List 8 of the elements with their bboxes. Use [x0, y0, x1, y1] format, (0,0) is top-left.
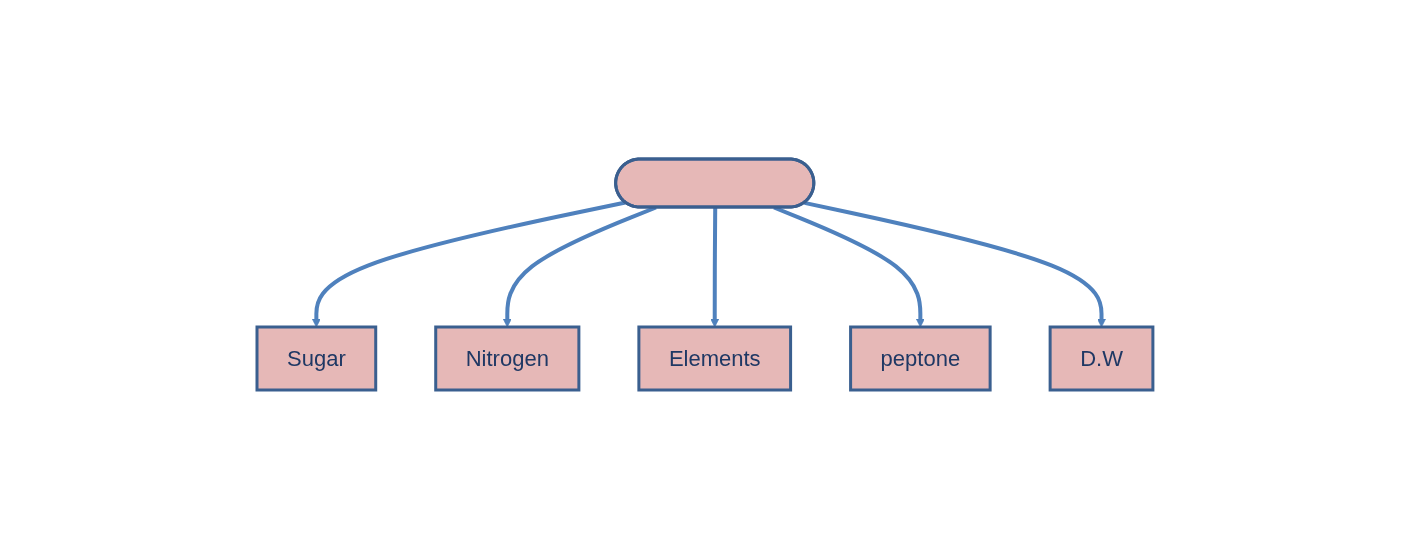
node-box: peptone: [848, 325, 992, 391]
arrow: [709, 207, 719, 327]
node-box: Sugar: [255, 325, 377, 391]
arrow: [311, 200, 626, 327]
node-box: D.W: [1048, 325, 1154, 391]
arrow: [803, 200, 1106, 327]
node-box: Nitrogen: [433, 325, 580, 391]
node-box: Elements: [636, 325, 792, 391]
